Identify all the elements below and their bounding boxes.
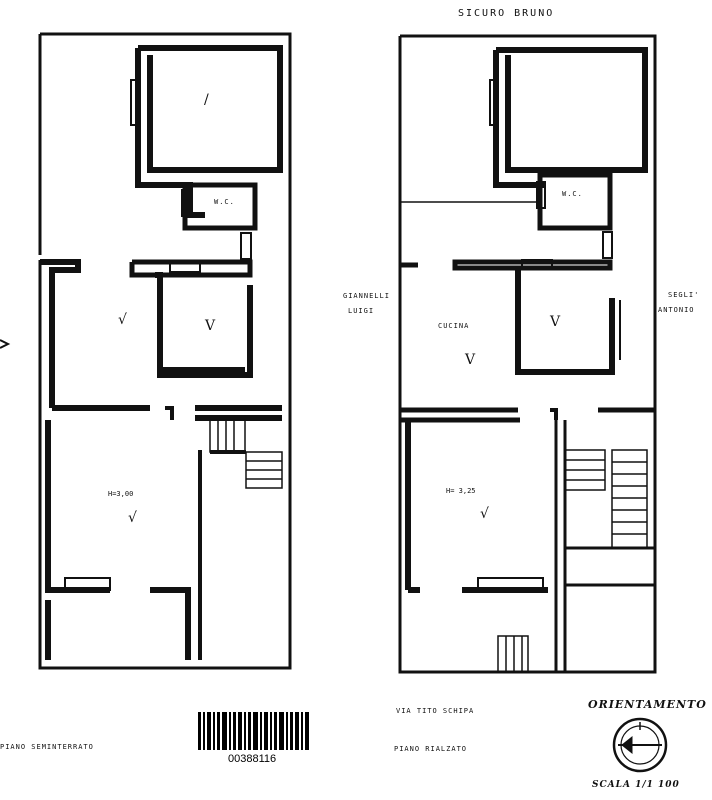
room-wc-left-label: W.C. (214, 198, 235, 206)
entry-arrow-icon (0, 339, 11, 349)
left-wc-walls (182, 182, 258, 231)
left-room1-walls (135, 45, 283, 218)
left-stair-wall (198, 450, 246, 660)
compass-icon (612, 717, 668, 773)
right-mid-wall (400, 259, 613, 271)
height-left-label: H=3,00 (108, 490, 134, 498)
neighbour-top-label: SICURO BRUNO (458, 8, 555, 19)
floor-left-label: PIANO SEMINTERRATO (0, 743, 94, 751)
barcode (198, 712, 310, 752)
left-wc-window (181, 189, 191, 217)
right-cross-wall (400, 407, 655, 423)
barcode-number: 00388116 (228, 753, 277, 765)
right-wc-walls (537, 172, 613, 231)
neighbour-right-label-2: ANTONIO (658, 306, 695, 314)
left-wc-window-2 (240, 232, 252, 260)
right-entry-steps (497, 635, 529, 673)
right-stairs (564, 449, 648, 549)
right-wc-window-2 (602, 231, 613, 259)
orientation-label: ORIENTAMENTO (588, 698, 707, 711)
room-check-right-3: √ (480, 506, 489, 522)
left-window-1 (130, 79, 140, 126)
room-check-left-4: √ (128, 510, 137, 526)
left-lower-window (64, 577, 111, 591)
right-floor-plan (398, 34, 657, 674)
room-check-right-1: V (550, 314, 561, 330)
neighbour-left-label-1: GIANNELLI (343, 292, 390, 300)
right-outer-wall (398, 34, 657, 674)
right-window-1 (489, 79, 499, 126)
scale-label: SCALA 1/1 100 (592, 780, 680, 790)
right-stair-wall (554, 420, 655, 672)
right-lower-window (477, 577, 544, 591)
right-lower-wall (405, 420, 548, 593)
left-cross-stub (165, 406, 174, 420)
right-cross-stub (550, 408, 558, 420)
left-floor-plan (38, 32, 292, 670)
right-wc-window (536, 181, 546, 209)
room-check-left-2: √ (118, 312, 127, 328)
left-roomV-walls (155, 272, 253, 378)
floor-right-label: PIANO RIALZATO (394, 745, 468, 753)
right-roomV-walls (515, 268, 615, 375)
left-lower-wall (45, 420, 191, 660)
room-check-left-1: / (204, 92, 209, 108)
room-check-left-3: V (205, 318, 216, 334)
neighbour-right-label-1: SEGLI' (668, 291, 700, 299)
room-wc-right-label: W.C. (562, 190, 583, 198)
street-label: VIA TITO SCHIPA (396, 707, 475, 715)
right-room1-walls (493, 47, 648, 188)
left-mid-left-wall (40, 259, 81, 408)
left-mid-upper-wall (129, 259, 253, 278)
neighbour-left-label-2: LUIGI (348, 307, 375, 315)
room-cucina-label: CUCINA (438, 322, 470, 330)
right-mid-window (521, 259, 553, 269)
room-check-right-2: V (465, 352, 476, 368)
left-outer-wall (38, 32, 292, 670)
left-cross-wall (52, 405, 282, 421)
left-mid-window (169, 261, 201, 273)
height-right-label: H= 3,25 (446, 487, 476, 495)
